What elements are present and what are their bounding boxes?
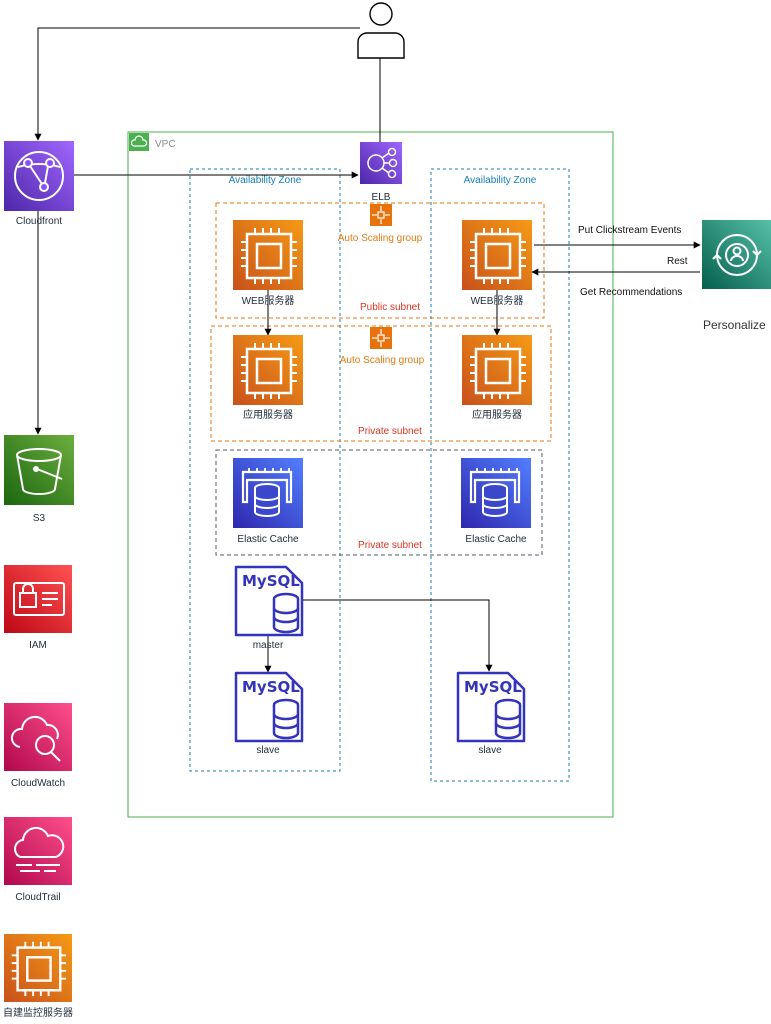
availability-zone-right	[430, 168, 570, 782]
availability-zone-left-label: Availability Zone	[228, 175, 302, 186]
private-subnet-cache-label: Private subnet	[358, 540, 422, 551]
public-subnet-box	[215, 202, 545, 319]
connectors	[34, 27, 701, 673]
monitor-server-label: 自建监控服务器	[3, 1008, 73, 1019]
user-icon[interactable]	[357, 2, 405, 59]
edge-label-put-events: Put Clickstream Events	[578, 225, 682, 236]
elastic-cache-left-icon[interactable]	[233, 458, 303, 528]
web-server-left-label: WEB服务器	[241, 296, 295, 307]
auto-scaling-icon-public	[370, 204, 392, 226]
iam-icon[interactable]	[4, 565, 72, 633]
private-subnet-cache-box	[215, 449, 543, 556]
web-server-right-icon[interactable]	[462, 220, 532, 290]
app-server-right-label: 应用服务器	[472, 410, 522, 421]
personalize-icon[interactable]	[702, 220, 771, 289]
mysql-master-label: master	[252, 640, 284, 651]
cloudfront-label: Cloudfront	[15, 216, 63, 227]
personalize-label: Personalize	[703, 318, 766, 332]
edge-master-slave-right	[300, 599, 493, 672]
cloudwatch-label: CloudWatch	[10, 778, 66, 789]
private-asg-label: Auto Scaling group	[339, 355, 425, 366]
cloudtrail-label: CloudTrail	[15, 892, 61, 903]
elb-label: ELB	[371, 192, 391, 203]
availability-zone-right-label: Availability Zone	[463, 175, 537, 186]
iam-label: IAM	[29, 640, 47, 651]
s3-label: S3	[32, 513, 46, 524]
public-asg-label: Auto Scaling group	[337, 233, 423, 244]
mysql-slave-left-text: MySQL	[242, 678, 300, 696]
private-subnet-app-box	[210, 325, 552, 442]
mysql-master-text: MySQL	[242, 572, 300, 590]
app-server-left-label: 应用服务器	[243, 410, 293, 421]
s3-icon[interactable]	[4, 435, 74, 505]
mysql-slave-right-text: MySQL	[464, 678, 522, 696]
cloudfront-icon[interactable]	[4, 141, 74, 211]
availability-zone-left	[189, 168, 341, 772]
elastic-cache-left-label: Elastic Cache	[237, 534, 299, 545]
vpc-icon	[129, 133, 149, 151]
vpc-label: VPC	[155, 139, 176, 150]
edge-user-cloudfront	[34, 27, 360, 141]
elastic-cache-right-icon[interactable]	[461, 458, 531, 528]
web-server-right-label: WEB服务器	[470, 296, 524, 307]
app-server-right-icon[interactable]	[462, 335, 532, 405]
elastic-cache-right-label: Elastic Cache	[465, 534, 527, 545]
cloudtrail-icon[interactable]	[4, 817, 72, 885]
mysql-slave-left-label: slave	[256, 745, 280, 756]
vpc-container	[127, 131, 614, 818]
edge-label-rest: Rest	[667, 256, 688, 267]
private-subnet-app-label: Private subnet	[358, 426, 422, 437]
edge-label-get-recs: Get Recommendations	[580, 287, 683, 298]
web-server-left-icon[interactable]	[233, 220, 303, 290]
monitor-server-icon[interactable]	[4, 934, 72, 1002]
public-subnet-label: Public subnet	[359, 302, 421, 313]
cloudwatch-icon[interactable]	[4, 703, 72, 771]
auto-scaling-icon-private	[370, 327, 392, 349]
elb-icon[interactable]	[360, 142, 402, 184]
mysql-slave-right-label: slave	[478, 745, 502, 756]
app-server-left-icon[interactable]	[233, 335, 303, 405]
